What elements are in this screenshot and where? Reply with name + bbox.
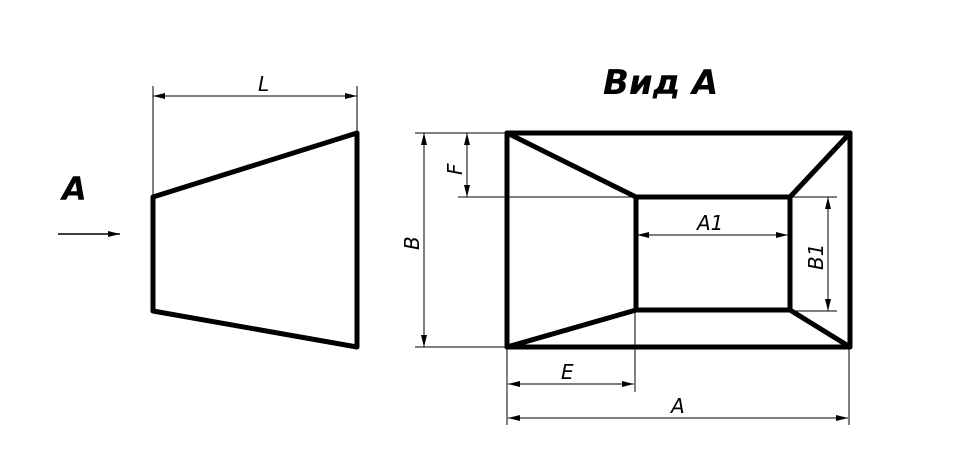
edge-line [787,130,853,200]
dimension-l-label: L [258,72,269,96]
edge-line [787,307,853,350]
edge-line [504,307,639,350]
dimension-a1-label: A1 [695,211,723,235]
front-view: B F A1 B1 E A [400,130,853,425]
dimension-a-label: A [669,394,685,418]
view-marker-label: A [59,170,87,208]
dimension-f-label: F [443,163,467,175]
dimension-e-label: E [561,360,574,384]
side-view-outline [150,130,360,350]
side-view: L [150,72,360,350]
dimension-b-label: B [400,236,424,250]
inner-rectangle [633,194,793,313]
edge-line [504,130,639,200]
dimension-b1-label: B1 [804,244,828,270]
outer-rectangle [504,130,853,350]
view-title: Вид А [603,63,718,103]
